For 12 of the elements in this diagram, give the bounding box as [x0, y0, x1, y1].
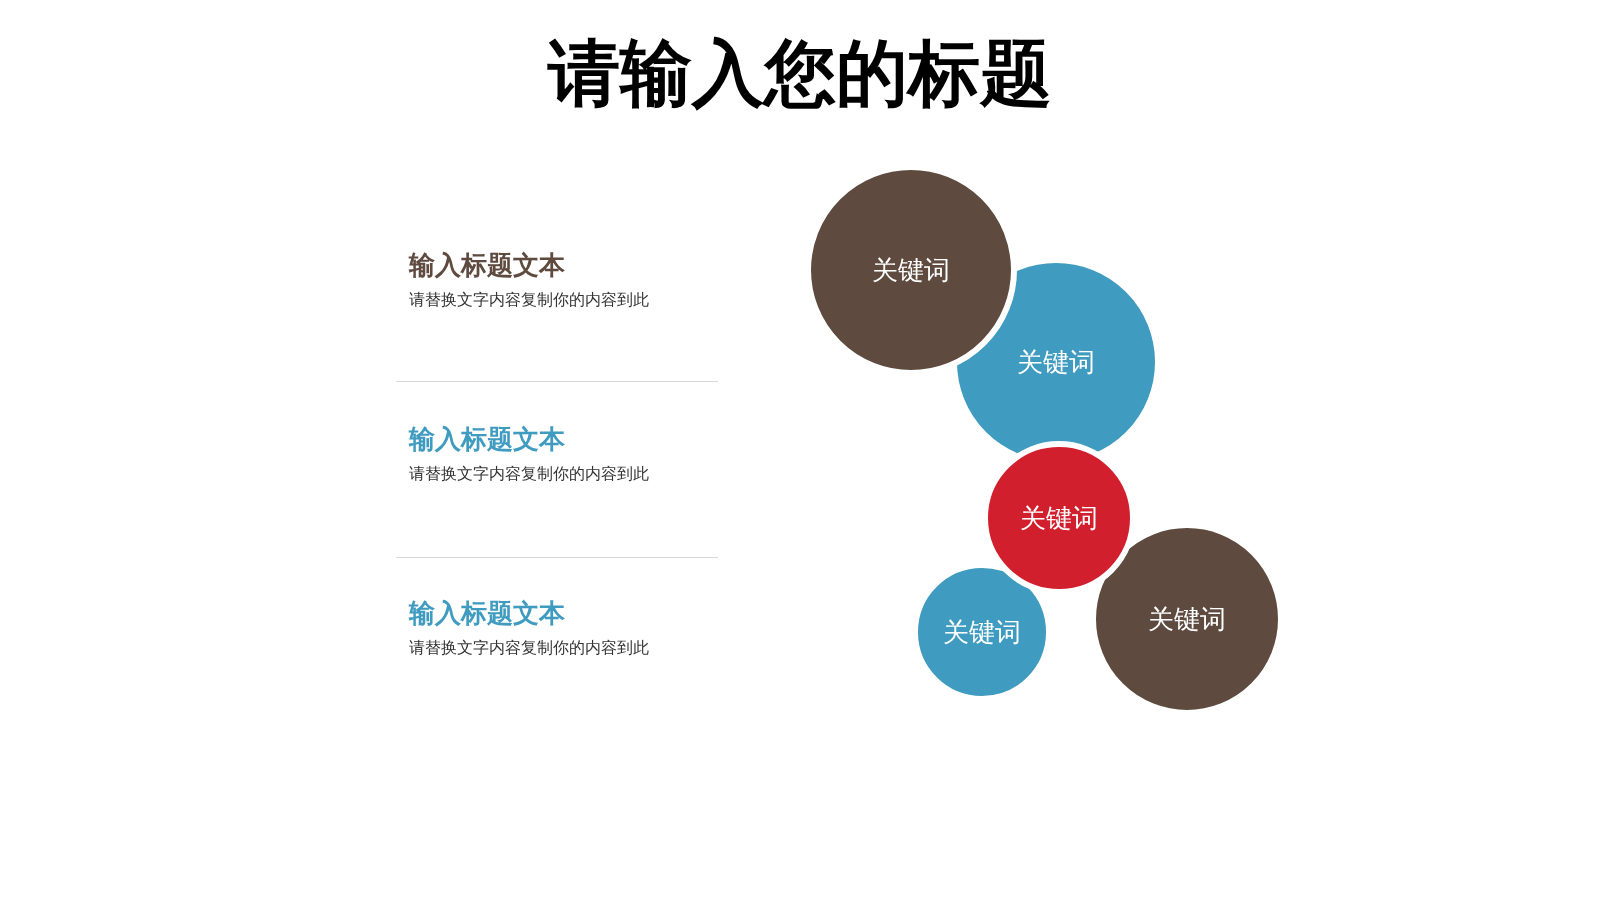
heading-text: 输入标题文本 — [409, 249, 565, 281]
body-text: 请替换文字内容复制你的内容到此 — [409, 638, 649, 658]
keyword-text: 关键词 — [1017, 345, 1095, 379]
body-text: 请替换文字内容复制你的内容到此 — [409, 290, 649, 310]
heading-text: 输入标题文本 — [409, 597, 565, 629]
keyword-text: 关键词 — [1020, 501, 1098, 535]
keyword-text: 关键词 — [872, 253, 950, 287]
heading-text: 输入标题文本 — [409, 423, 565, 455]
body-text: 请替换文字内容复制你的内容到此 — [409, 464, 649, 484]
title-text: 请输入您的标题 — [546, 30, 1053, 117]
keyword-text: 关键词 — [1148, 602, 1226, 636]
keyword-text: 关键词 — [943, 615, 1021, 649]
